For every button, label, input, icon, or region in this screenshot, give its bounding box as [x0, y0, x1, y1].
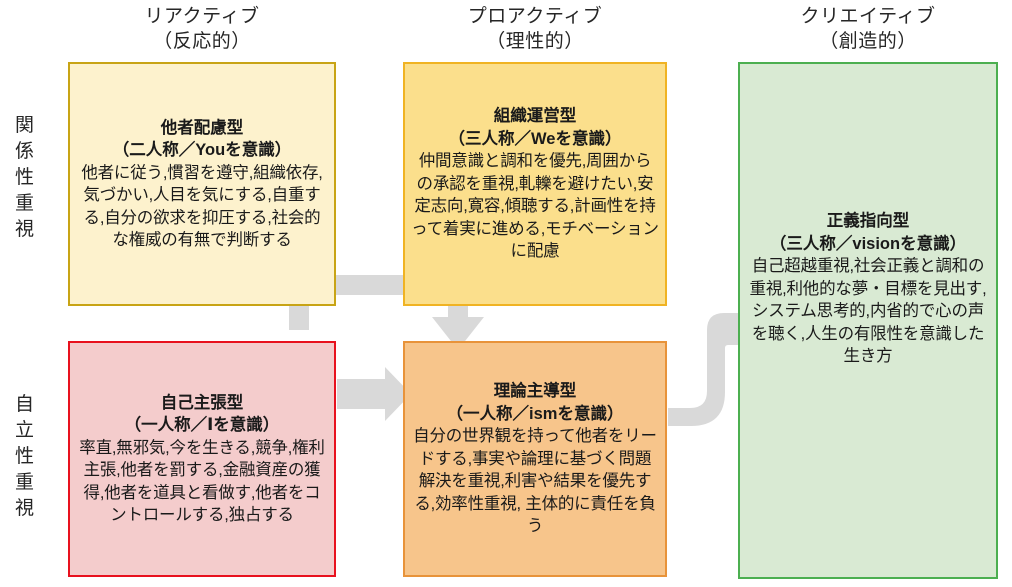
box-theory-body: 自分の世界観を持って他者をリードする,事実や論理に基づく問題解決を重視,利害や結… [413, 427, 657, 536]
column-header-proactive-sublabel: （理性的） [486, 31, 584, 52]
box-theory-type[interactable]: 理論主導型 （一人称／ismを意識） 自分の世界観を持って他者をリードする,事実… [403, 341, 667, 577]
box-assertive-title: 自己主張型 [160, 393, 244, 412]
column-header-reactive-sublabel: （反応的） [153, 31, 251, 52]
column-header-creative-label: クリエイティブ [800, 6, 936, 27]
box-considerate-body: 他者に従う,慣習を遵守,組織依存,気づかい,人目を気にする,自重する,自分の欲求… [81, 163, 323, 250]
box-theory-title: 理論主導型 [493, 382, 577, 401]
column-header-creative-sublabel: （創造的） [819, 31, 917, 52]
box-organization-subtitle: （三人称／Weを意識） [448, 129, 622, 148]
box-justice-title: 正義指向型 [826, 212, 910, 230]
box-considerate-subtitle: （二人称／Youを意識） [112, 141, 292, 159]
box-considerate-title: 他者配慮型 [160, 118, 244, 137]
row-label-relational: 関 係 性 重 視 [10, 113, 40, 243]
box-assertive-subtitle: （一人称／Ⅰを意識） [124, 416, 280, 434]
box-justice-body: 自己超越重視,社会正義と調和の重視,利他的な夢・目標を見出す,システム思考的,内… [749, 257, 987, 365]
row-label-relational-c4: 視 [14, 219, 35, 240]
box-assertive-type[interactable]: 自己主張型 （一人称／Ⅰを意識） 率直,無邪気,今を生きる,競争,権利主張,他者… [68, 341, 336, 577]
row-label-independence-c0: 自 [14, 394, 35, 415]
row-label-relational-c3: 重 [14, 193, 35, 214]
row-label-independence-c1: 立 [14, 420, 35, 441]
box-organization-type[interactable]: 組織運営型 （三人称／Weを意識） 仲間意識と調和を優先,周囲からの承認を重視,… [403, 62, 667, 306]
box-organization-body: 仲間意識と調和を優先,周囲からの承認を重視,軋轢を避けたい,安定志向,寛容,傾聴… [411, 152, 659, 261]
row-label-independence-c2: 性 [14, 446, 35, 467]
box-assertive-body: 率直,無邪気,今を生きる,競争,権利主張,他者を罰する,金融資産の獲得,他者を道… [79, 438, 325, 525]
row-label-relational-c0: 関 [14, 115, 35, 136]
box-theory-subtitle: （一人称／ismを意識） [446, 404, 624, 423]
row-label-relational-c2: 性 [14, 167, 35, 188]
row-label-relational-c1: 係 [14, 141, 35, 162]
box-considerate-type[interactable]: 他者配慮型 （二人称／Youを意識） 他者に従う,慣習を遵守,組織依存,気づかい… [68, 62, 336, 306]
row-label-independence: 自 立 性 重 視 [10, 392, 40, 522]
arrow-assertive-to-theory [337, 367, 411, 421]
row-label-independence-c4: 視 [14, 498, 35, 519]
column-header-reactive-label: リアクティブ [144, 6, 260, 27]
column-header-proactive-label: プロアクティブ [467, 6, 603, 27]
box-organization-title: 組織運営型 [493, 107, 577, 126]
column-header-creative: クリエイティブ （創造的） [738, 4, 998, 54]
box-justice-subtitle: （三人称／visionを意識） [769, 234, 967, 253]
row-label-independence-c3: 重 [14, 472, 35, 493]
column-header-proactive: プロアクティブ （理性的） [403, 4, 667, 54]
box-justice-type[interactable]: 正義指向型 （三人称／visionを意識） 自己超越重視,社会正義と調和の重視,… [738, 62, 998, 579]
column-header-reactive: リアクティブ （反応的） [68, 4, 336, 54]
